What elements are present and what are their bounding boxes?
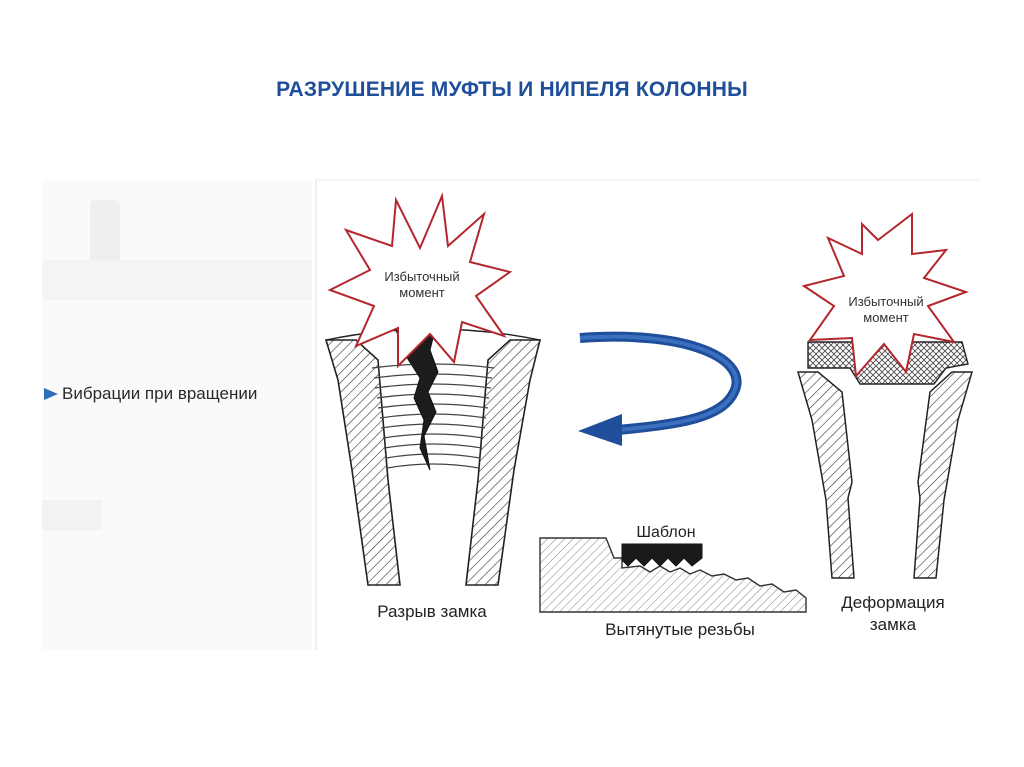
- faded-image: [42, 260, 312, 300]
- label-joint-deformation: Деформация замка: [818, 592, 968, 636]
- deformed-joint-illustration: [797, 341, 973, 579]
- faded-background-panel: [42, 180, 312, 650]
- stretched-threads-illustration: [539, 537, 807, 613]
- bullet-text: Вибрации при вращении: [62, 384, 258, 403]
- excess-torque-burst-right: [801, 211, 970, 379]
- burst-label-left: Избыточный момент: [362, 269, 482, 301]
- slide-title: РАЗРУШЕНИЕ МУФТЫ И НИПЕЛЯ КОЛОННЫ: [276, 78, 748, 101]
- broken-joint-illustration: [324, 325, 542, 586]
- label-joint-break: Разрыв замка: [377, 602, 487, 621]
- faded-image: [90, 200, 120, 270]
- joint-wall-left: [324, 339, 401, 586]
- label-line: замка: [869, 615, 917, 634]
- burst-label-line: Избыточный: [384, 269, 460, 284]
- excess-torque-burst-left: [327, 192, 513, 369]
- joint-wall-right: [465, 339, 542, 586]
- label-stretched-threads: Вытянутые резьбы: [605, 620, 755, 639]
- burst-label-line: момент: [399, 285, 445, 300]
- bullet-item: Вибрации при вращении: [44, 384, 257, 404]
- label-line: Деформация: [841, 593, 945, 612]
- rotation-arrow-icon: [578, 331, 742, 446]
- burst-label-line: момент: [863, 310, 909, 325]
- faded-image: [42, 500, 102, 530]
- burst-label-line: Избыточный: [848, 294, 924, 309]
- crack-shape: [395, 325, 439, 471]
- bullet-arrow-icon: [44, 388, 58, 400]
- burst-label-right: Избыточный момент: [826, 294, 946, 326]
- label-template: Шаблон: [636, 524, 696, 541]
